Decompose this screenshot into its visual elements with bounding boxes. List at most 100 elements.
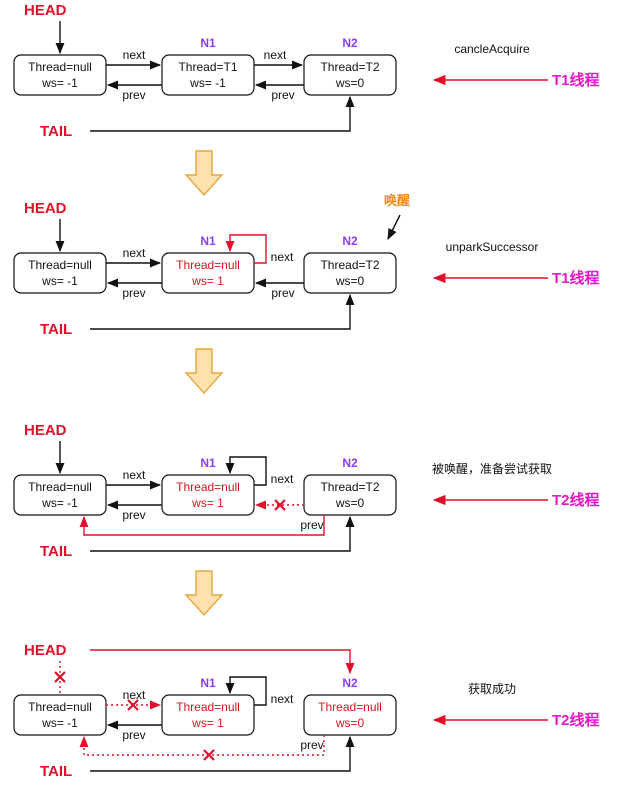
- self-next-edge: [225, 456, 267, 486]
- prev-label: prev: [122, 286, 145, 300]
- queue-node-1: Thread=null ws= 1: [161, 252, 255, 294]
- node-id-n1: N1: [200, 676, 216, 690]
- next-label: next: [123, 246, 146, 260]
- node-thread: Thread=T2: [320, 60, 379, 74]
- queue-node-0: Thread=null ws= -1: [13, 474, 107, 516]
- tail-label: TAIL: [40, 321, 72, 338]
- node-ws: ws= -1: [41, 716, 78, 730]
- down-arrow-shape: [184, 150, 224, 197]
- head-label: HEAD: [24, 642, 67, 659]
- next-label: next: [123, 688, 146, 702]
- node-id-n2: N2: [342, 456, 358, 470]
- queue-node-0: Thread=null ws= -1: [13, 54, 107, 96]
- node-box: [161, 474, 255, 516]
- node-box: [303, 54, 397, 96]
- node-id-n2: N2: [342, 36, 358, 50]
- prev-label: prev: [122, 728, 145, 742]
- prev-label: prev: [300, 518, 323, 532]
- node-thread: Thread=null: [176, 480, 240, 494]
- wake-pointer: [387, 214, 401, 241]
- node-box: [13, 474, 107, 516]
- node-ws: ws= -1: [41, 76, 78, 90]
- node-id-n2: N2: [342, 234, 358, 248]
- queue-node-2: Thread=T2 ws=0: [303, 474, 397, 516]
- down-arrow-icon: [184, 150, 224, 197]
- prev-label: prev: [122, 88, 145, 102]
- head-label: HEAD: [24, 2, 67, 19]
- node-id-n1: N1: [200, 36, 216, 50]
- node-box: [13, 54, 107, 96]
- next-label: next: [271, 250, 294, 264]
- tail-pointer: [90, 735, 355, 772]
- node-id-n1: N1: [200, 234, 216, 248]
- self-next-edge: [225, 676, 267, 706]
- thread-label: T2线程: [552, 711, 600, 729]
- head-label: HEAD: [24, 422, 67, 439]
- step-description: unparkSuccessor: [446, 240, 539, 254]
- node-thread: Thread=null: [176, 700, 240, 714]
- thread-label: T1线程: [552, 269, 600, 287]
- node-ws: ws= 1: [191, 274, 224, 288]
- tail-label: TAIL: [40, 123, 72, 140]
- step-description: cancleAcquire: [454, 42, 530, 56]
- prev-label: prev: [271, 286, 294, 300]
- thread-label: T2线程: [552, 491, 600, 509]
- node-thread: Thread=null: [28, 700, 92, 714]
- node-ws: ws= 1: [191, 716, 224, 730]
- node-box: [303, 694, 397, 736]
- node-thread: Thread=T1: [178, 60, 237, 74]
- down-arrow-shape: [184, 570, 224, 617]
- node-thread: Thread=null: [28, 480, 92, 494]
- prev-edge: [79, 515, 325, 536]
- down-arrow-shape: [184, 348, 224, 395]
- node-ws: ws= -1: [189, 76, 226, 90]
- node-thread: Thread=null: [176, 258, 240, 272]
- prev-edge: [79, 735, 325, 756]
- cut-x-stroke: [54, 671, 66, 683]
- tail-pointer: [90, 515, 355, 552]
- thread-label: T1线程: [552, 71, 600, 89]
- next-label: next: [271, 472, 294, 486]
- down-arrow-icon: [184, 570, 224, 617]
- next-label: next: [271, 692, 294, 706]
- queue-node-0: Thread=null ws= -1: [13, 694, 107, 736]
- node-box: [13, 694, 107, 736]
- node-thread: Thread=T2: [320, 480, 379, 494]
- queue-node-0: Thread=null ws= -1: [13, 252, 107, 294]
- cut-x-icon: [54, 671, 66, 683]
- node-ws: ws=0: [335, 716, 365, 730]
- node-ws: ws= -1: [41, 274, 78, 288]
- node-box: [303, 252, 397, 294]
- cut-x-icon: [127, 699, 139, 711]
- next-label: next: [264, 48, 287, 62]
- queue-node-2: Thread=T2 ws=0: [303, 54, 397, 96]
- node-ws: ws= -1: [41, 496, 78, 510]
- head-label: HEAD: [24, 200, 67, 217]
- tail-pointer: [90, 293, 355, 330]
- cut-x-stroke: [274, 499, 286, 511]
- step-description: 被唤醒，准备尝试获取: [432, 461, 552, 476]
- node-thread: Thread=null: [28, 60, 92, 74]
- node-ws: ws=0: [335, 76, 365, 90]
- node-box: [13, 252, 107, 294]
- tail-pointer: [90, 95, 355, 132]
- node-thread: Thread=T2: [320, 258, 379, 272]
- next-label: next: [123, 48, 146, 62]
- prev-label: prev: [122, 508, 145, 522]
- self-next-edge: [225, 234, 267, 264]
- step-description: 获取成功: [468, 682, 516, 696]
- tail-label: TAIL: [40, 543, 72, 560]
- node-ws: ws=0: [335, 496, 365, 510]
- queue-node-1: Thread=null ws= 1: [161, 694, 255, 736]
- prev-label: prev: [300, 738, 323, 752]
- node-thread: Thread=null: [28, 258, 92, 272]
- stage-1: Thread=null ws= -1 Thread=T1 ws= -1 Thread=T…: [13, 2, 600, 140]
- node-box: [161, 694, 255, 736]
- next-label: next: [123, 468, 146, 482]
- node-id-n1: N1: [200, 456, 216, 470]
